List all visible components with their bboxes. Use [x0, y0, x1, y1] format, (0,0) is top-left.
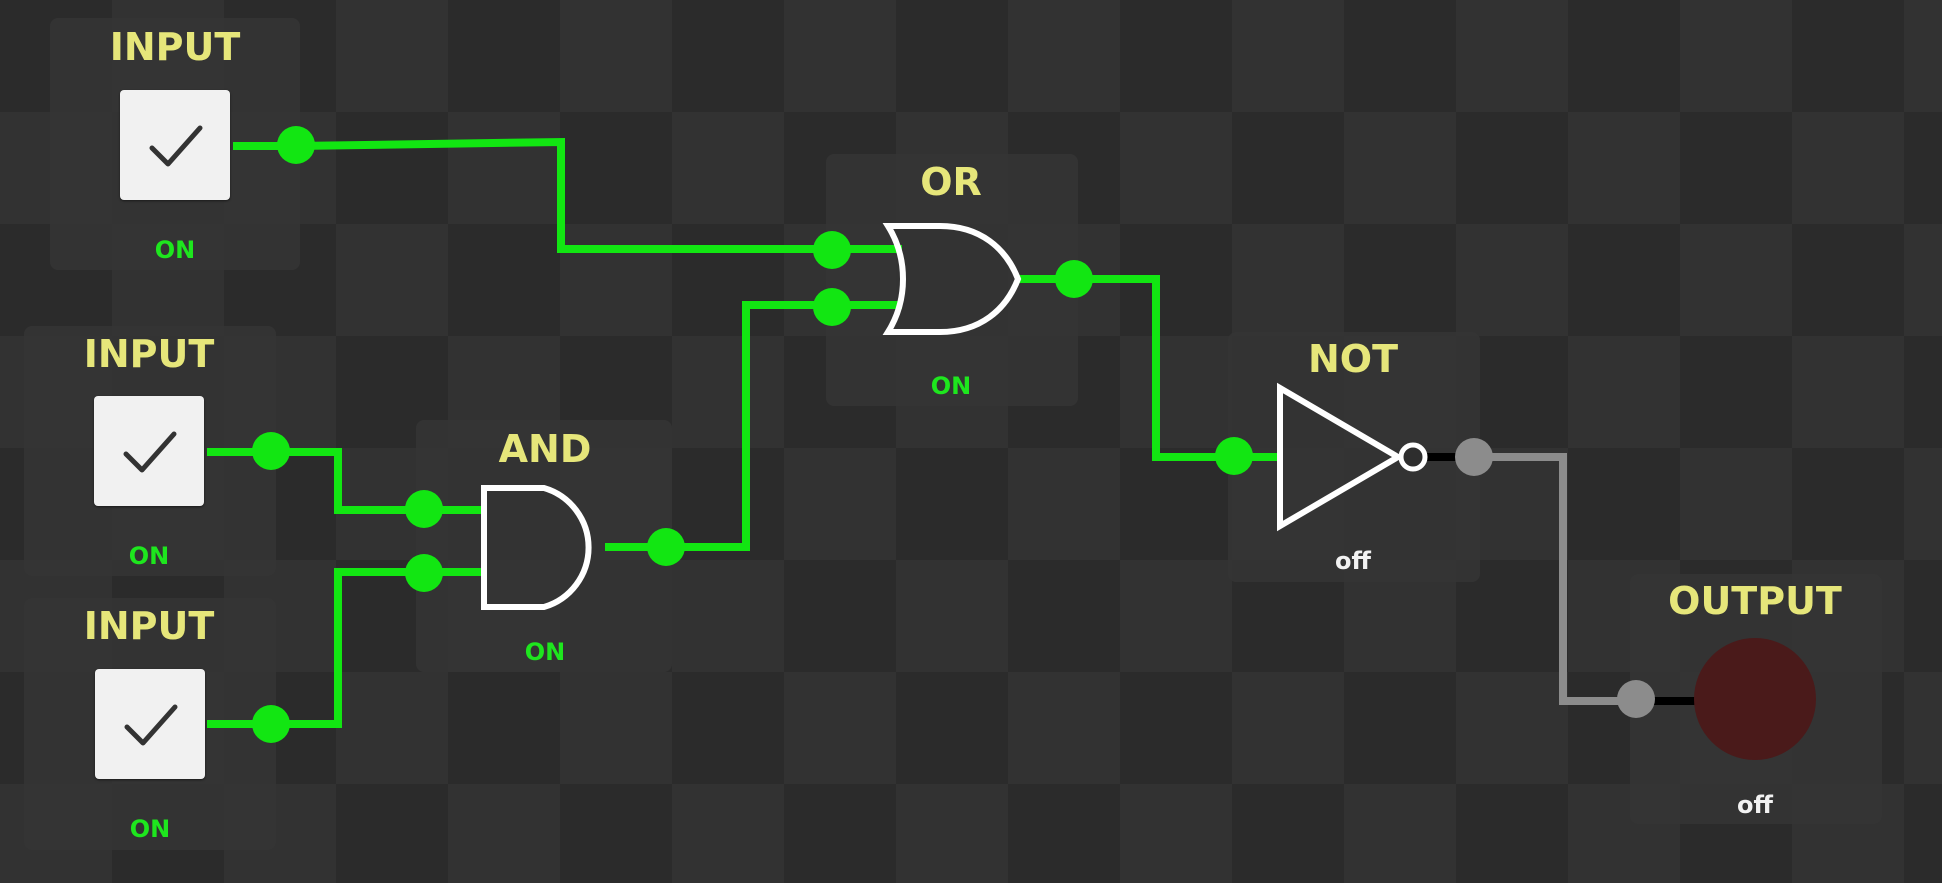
checkmark-icon — [149, 125, 203, 167]
or-output-pin[interactable] — [1055, 260, 1093, 298]
input2-title: INPUT — [83, 332, 215, 376]
not-gate-symbol — [1277, 382, 1404, 532]
or-input-pin-a[interactable] — [813, 231, 851, 269]
wire-or-to-not[interactable] — [1016, 275, 1234, 461]
and-gate-symbol — [481, 485, 592, 610]
or-gate-symbol — [882, 223, 1022, 335]
or-input-pin-b[interactable] — [813, 288, 851, 326]
pins — [252, 126, 1655, 743]
input1-state: ON — [154, 236, 196, 264]
wire-and-to-or[interactable] — [605, 301, 832, 551]
input1-title: INPUT — [109, 25, 241, 69]
input1-toggle[interactable] — [120, 90, 230, 200]
wire-input3-to-and[interactable] — [207, 568, 424, 728]
and-input-pin-b[interactable] — [405, 554, 443, 592]
not-gate-bubble — [1398, 442, 1428, 472]
active-wires — [207, 137, 1234, 728]
and-input-pin-a[interactable] — [405, 490, 443, 528]
input3-state: ON — [129, 815, 171, 843]
input3-toggle[interactable] — [95, 669, 205, 779]
and-gate-state: ON — [524, 638, 566, 666]
not-input-pin[interactable] — [1215, 437, 1253, 475]
gate-input-stubs — [424, 245, 1280, 576]
or-gate-title: OR — [920, 160, 982, 204]
input3-output-pin[interactable] — [252, 705, 290, 743]
wire-input2-to-and[interactable] — [207, 448, 424, 514]
output-title: OUTPUT — [1668, 579, 1842, 623]
input3-title: INPUT — [83, 604, 215, 648]
wire-not-to-output[interactable] — [1474, 453, 1636, 705]
checkmark-icon — [123, 431, 177, 473]
output-input-pin[interactable] — [1617, 680, 1655, 718]
not-gate-title: NOT — [1307, 337, 1399, 381]
input2-state: ON — [128, 542, 170, 570]
output-lamp — [1694, 638, 1816, 760]
checkmark-icon — [124, 704, 178, 746]
and-output-pin[interactable] — [647, 528, 685, 566]
not-output-pin[interactable] — [1455, 438, 1493, 476]
wire-input1-to-or[interactable] — [233, 137, 832, 253]
input2-toggle[interactable] — [94, 396, 204, 506]
input2-output-pin[interactable] — [252, 432, 290, 470]
not-gate-state: off — [1335, 547, 1371, 575]
or-gate-state: ON — [930, 372, 972, 400]
and-gate-title: AND — [498, 427, 592, 471]
input1-output-pin[interactable] — [277, 126, 315, 164]
output-state: off — [1737, 791, 1773, 819]
